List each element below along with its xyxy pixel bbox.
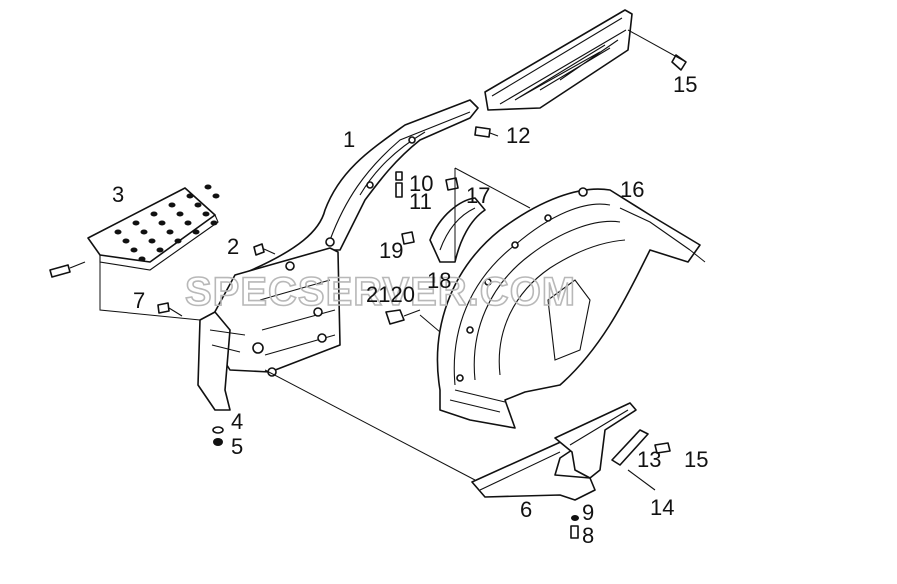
callout-18: 18: [427, 268, 451, 293]
step-plate-hole: [212, 193, 220, 199]
step-plate-hole: [186, 193, 194, 199]
callout-11: 11: [409, 189, 432, 214]
callout-16: 16: [620, 177, 644, 202]
callout-8: 8: [582, 523, 594, 548]
lower-fender-body: [197, 247, 341, 411]
callout-2: 2: [227, 234, 239, 259]
step-plate-hole: [130, 247, 138, 253]
step-plate-hole: [168, 202, 176, 208]
callout-9: 9: [582, 500, 594, 525]
fasteners: [49, 54, 687, 539]
callout-14: 14: [650, 495, 674, 520]
step-plate-hole: [174, 238, 182, 244]
part-15-top-strip: [484, 9, 633, 111]
step-plate-hole: [210, 220, 218, 226]
step-plate-hole: [184, 220, 192, 226]
part-16-wheel-arch: [436, 187, 701, 429]
step-plate-hole: [122, 238, 130, 244]
callout-5: 5: [231, 434, 243, 459]
step-plate-hole: [114, 229, 122, 235]
callout-7: 7: [133, 288, 145, 313]
step-plate-hole: [204, 184, 212, 190]
callout-12: 12: [506, 123, 530, 148]
callout-4: 4: [231, 409, 243, 434]
part-3-step-plate: [87, 184, 220, 271]
callout-2120: 2120: [366, 282, 415, 307]
step-plate-hole: [140, 229, 148, 235]
callout-15-top: 15: [673, 72, 697, 97]
callout-10: 10: [409, 171, 433, 196]
callout-1: 1: [343, 127, 355, 152]
callout-13: 13: [637, 447, 661, 472]
step-plate-hole: [176, 211, 184, 217]
part-6-bracket: [471, 402, 649, 501]
step-plate-hole: [150, 211, 158, 217]
callout-15-bottom: 15: [684, 447, 708, 472]
step-plate-hole: [158, 220, 166, 226]
callout-3: 3: [112, 182, 124, 207]
step-plate-hole: [132, 220, 140, 226]
callout-labels: 1 2 3 4 5 6 7 8 9 10 11 12 13 14 15 15 1…: [112, 72, 708, 548]
part-1-fender: [239, 99, 479, 276]
callout-6: 6: [520, 497, 532, 522]
step-plate-hole: [166, 229, 174, 235]
watermark: SPECSERVER.COM: [185, 270, 576, 314]
leader-lines: [99, 29, 706, 481]
step-plate-hole: [194, 202, 202, 208]
step-plate-hole: [138, 256, 146, 262]
callout-17: 17: [466, 183, 490, 208]
step-plate-hole: [148, 238, 156, 244]
step-plate-hole: [156, 247, 164, 253]
callout-19: 19: [379, 238, 403, 263]
step-plate-hole: [192, 229, 200, 235]
step-plate-hole: [202, 211, 210, 217]
